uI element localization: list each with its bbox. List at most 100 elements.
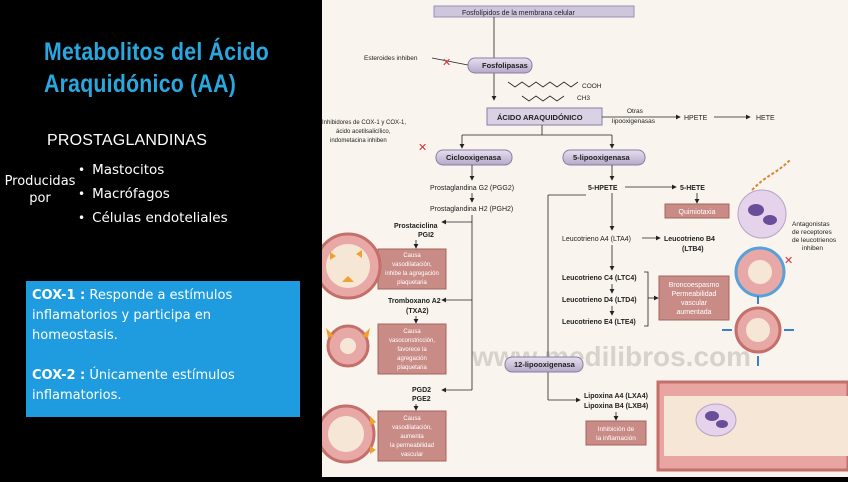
- inhibitors-line-3: indometacina inhiben: [330, 138, 387, 144]
- cox1-text: Responde a estímulos inflamatorios y par…: [32, 288, 233, 343]
- list-item: Macrófagos: [78, 182, 228, 206]
- effect-text: Inhibición de: [598, 426, 635, 433]
- effect-box-lipoxinas: [585, 420, 647, 446]
- effect-text: vasodilatación,: [392, 262, 432, 268]
- vessel-constricted-icon: [326, 324, 370, 368]
- inhibitors-line-2: ácido acetilsalicílico,: [336, 129, 391, 135]
- antagonistas-line-3: de leucotrienos: [792, 237, 837, 244]
- vessel-leaky-icon: [722, 296, 794, 366]
- cox2-paragraph: COX-2 : Únicamente estímulos inflamatori…: [32, 366, 294, 406]
- quimiotaxia-label: Quimiotaxia: [679, 209, 716, 216]
- effect-text: aumenta: [400, 434, 424, 440]
- lipooxigenasa-12-pill: [504, 356, 584, 373]
- ch3-label: CH3: [577, 95, 590, 102]
- bronchus-icon: [734, 246, 786, 298]
- hpete-label: HPETE: [684, 115, 708, 122]
- producidas-line-1: Producidas: [4, 174, 76, 189]
- effect-box-leucotrienos: [658, 275, 730, 321]
- prostaciclina-label: Prostaciclina: [394, 223, 438, 230]
- inhibitors-line-1: Inhibidores de COX-1 y COX-1,: [322, 120, 406, 126]
- effect-text: plaquetaria: [397, 280, 427, 286]
- txa2-label: (TXA2): [406, 308, 429, 315]
- vessel-dilated-icon: [314, 232, 382, 300]
- otras-line-1: Otras: [627, 108, 644, 115]
- quimiotaxia-box: [664, 203, 730, 219]
- ltb4-abbr: (LTB4): [682, 246, 704, 253]
- left-panel: Metabolitos del Ácido Araquidónico (AA) …: [0, 0, 322, 477]
- acido-box: [486, 107, 603, 126]
- esteroides-label: Esteroides inhiben: [364, 55, 418, 62]
- effect-text: la permeabilidad: [390, 443, 434, 449]
- pge2-label: PGE2: [412, 396, 431, 403]
- effect-box-pgi2: [377, 248, 447, 290]
- cox-info-box: COX-1 : Responde a estímulos inflamatori…: [26, 281, 300, 417]
- effect-text: Causa: [403, 416, 421, 422]
- pgi2-label: PGI2: [418, 232, 434, 239]
- effect-text: vascular: [401, 452, 423, 458]
- effect-text: inhibe la agregación: [385, 271, 439, 277]
- lta4-label: Leucotrieno A4 (LTA4): [562, 236, 631, 243]
- hpete5-label: 5-HPETE: [588, 185, 618, 192]
- lte4-label: Leucotrieno E4 (LTE4): [562, 319, 636, 326]
- inhibit-x-icon: ✕: [784, 255, 793, 267]
- fosfolipasas-pill: [467, 57, 533, 74]
- diagram-panel: www.medilibros.com Fosfolípidos de la me…: [314, 0, 848, 477]
- list-item: Células endoteliales: [78, 206, 228, 230]
- metabolism-diagram: www.medilibros.com Fosfolípidos de la me…: [314, 5, 848, 472]
- lipooxigenasa-5-label: 5-lipooxigenasa: [573, 153, 631, 162]
- cox2-label: COX-2 :: [32, 368, 86, 383]
- tromboxano-label: Tromboxano A2: [388, 298, 441, 305]
- ltb4-label: Leucotrieno B4: [664, 236, 715, 243]
- neutrophil-cell-icon: [737, 189, 787, 239]
- effect-text: favorece la: [397, 347, 427, 353]
- lipooxigenasa-12-label: 12-lipooxigenasa: [514, 360, 576, 369]
- effect-text: aumentada: [676, 309, 711, 316]
- ltd4-label: Leucotrieno D4 (LTD4): [562, 297, 637, 304]
- antagonistas-line-2: de receptores: [792, 229, 832, 236]
- lxa4-label: Lipoxina A4 (LXA4): [584, 393, 648, 400]
- cox2-text: Únicamente estímulos inflamatorios.: [32, 368, 235, 403]
- effect-text: vasoconstricción,: [389, 338, 435, 344]
- antagonistas-line-4: inhiben: [802, 245, 823, 252]
- cell-list: Mastocitos Macrófagos Células endotelial…: [78, 158, 228, 230]
- cox1-label: COX-1 :: [32, 288, 86, 303]
- lipooxigenasa-5-pill: [562, 149, 646, 166]
- list-item: Mastocitos: [78, 158, 228, 182]
- cooh-label: COOH: [582, 83, 602, 90]
- inhibit-x-icon: ✕: [418, 142, 427, 154]
- title-line-1: Metabolitos del Ácido: [44, 38, 269, 66]
- membrane-label: Fosfolípidos de la membrana celular: [462, 10, 576, 17]
- effect-text: plaquetaria: [397, 365, 427, 371]
- fosfolipasas-label: Fosfolipasas: [482, 61, 528, 70]
- effect-text: la inflamación: [596, 435, 636, 442]
- hete5-label: 5-HETE: [680, 185, 705, 192]
- vessel-permeable-icon: [316, 404, 376, 464]
- ciclooxigenasa-label: Ciclooxigenasa: [446, 153, 502, 162]
- ciclooxigenasa-pill: [435, 149, 513, 166]
- cox1-paragraph: COX-1 : Responde a estímulos inflamatori…: [32, 286, 294, 346]
- effect-text: vascular: [681, 300, 708, 307]
- pgh2-label: Prostaglandina H2 (PGH2): [430, 206, 513, 213]
- pgg2-label: Prostaglandina G2 (PGG2): [430, 185, 514, 192]
- molecule-icon: [507, 81, 579, 102]
- subtitle: PROSTAGLANDINAS: [47, 132, 208, 149]
- antagonistas-line-1: Antagonistas: [792, 221, 830, 228]
- lxb4-label: Lipoxina B4 (LXB4): [584, 403, 648, 410]
- otras-line-2: lipooxigenasas: [612, 118, 656, 125]
- blood-vessel-icon: [656, 380, 848, 472]
- effect-text: Causa: [403, 329, 421, 335]
- ltc4-label: Leucotrieno C4 (LTC4): [562, 275, 637, 282]
- effect-box-pgd2: [377, 410, 447, 462]
- effect-text: Broncoespasmo: [669, 282, 720, 289]
- inhibit-x-icon: ✕: [442, 57, 451, 69]
- effect-text: Causa: [403, 253, 421, 259]
- hete-label: HETE: [756, 115, 775, 122]
- effect-text: agregación: [397, 356, 427, 362]
- membrane-box: [433, 5, 635, 18]
- effect-text: vasodilatación,: [392, 425, 432, 431]
- acido-label: ÁCIDO ARAQUIDÓNICO: [497, 113, 583, 122]
- effect-text: Permeabilidad: [672, 291, 717, 298]
- producidas-line-2: por: [29, 191, 51, 206]
- producidas-label: Producidas por: [4, 173, 76, 207]
- effect-box-txa2: [377, 323, 447, 375]
